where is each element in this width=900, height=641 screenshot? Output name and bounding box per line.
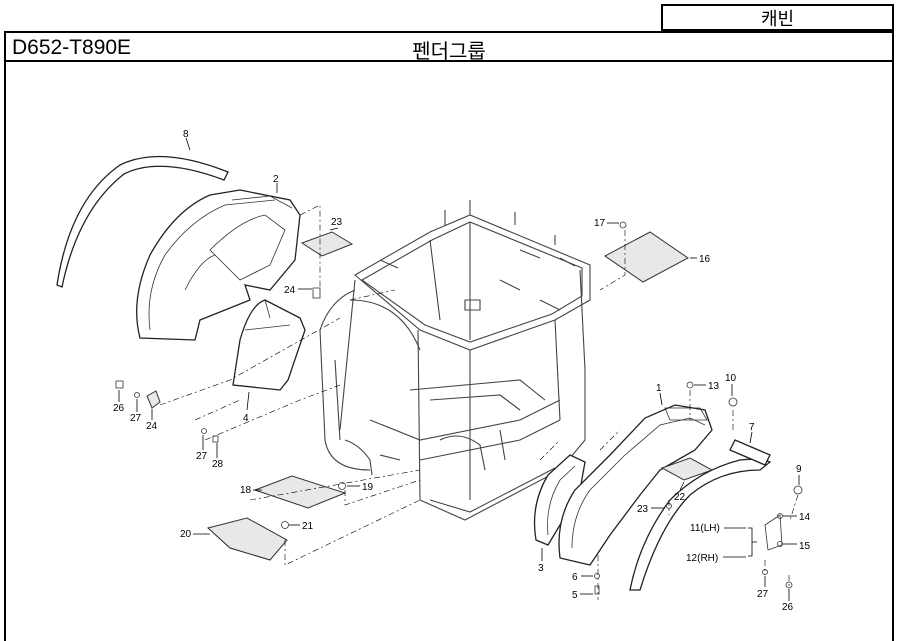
callout-3: 3 [538,563,544,574]
callout-8: 8 [183,129,189,140]
part-7-fender-extension [629,439,772,591]
category-box: 캐빈 [661,4,894,31]
callout-26-right: 26 [782,602,794,613]
callout-23: 23 [331,217,343,228]
cab-frame [319,200,591,521]
bracket-11-12 [748,514,783,557]
small-hardware-left [115,380,346,529]
callout-17: 17 [594,218,606,229]
callout-10: 10 [725,373,737,384]
callout-20: 20 [180,529,192,540]
model-number: D652-T890E [12,36,132,59]
callout-18: 18 [240,485,252,496]
callout-19: 19 [362,482,374,493]
part-20-tray [206,517,288,561]
callout-28: 28 [212,459,224,470]
callout-16: 16 [699,254,711,265]
callout-13: 13 [708,381,720,392]
callout-4: 4 [243,413,249,424]
callout-12-rh: 12(RH) [686,553,718,564]
callout-22: 22 [674,492,686,503]
callout-5: 5 [572,590,578,601]
part-8-molding [56,137,229,288]
header-bar: D652-T890E 펜더그룹 [4,31,894,63]
callout-24: 24 [284,285,296,296]
callout-27-left: 27 [130,413,142,424]
callout-14: 14 [799,512,811,523]
callout-6: 6 [572,572,578,583]
callout-27-mid: 27 [196,451,208,462]
callout-11-lh: 11(LH) [690,523,720,534]
callout-27-right: 27 [757,589,769,600]
part-1-right-fender [558,392,713,566]
callout-2: 2 [273,174,279,185]
small-hardware-right [594,381,803,595]
category-label: 캐빈 [760,8,795,30]
callout-26-left: 26 [113,403,125,414]
callout-9: 9 [796,464,802,475]
assembly-lines [159,204,799,600]
callout-25: 24 [146,421,158,432]
callout-7: 7 [749,422,755,433]
part-22-bracket [660,457,714,509]
part-18-plate [253,475,347,509]
part-23-bracket [300,227,354,299]
part-16-plate [604,221,697,283]
callout-15: 15 [799,541,811,552]
callout-1: 1 [656,383,662,394]
page-title: 펜더그룹 [412,39,486,63]
part-2-left-fender [136,183,301,341]
callout-24-right: 23 [637,504,649,515]
callouts: 8 2 23 24 17 16 26 27 24 4 27 28 18 19 2… [113,129,811,613]
callout-21: 21 [302,521,314,532]
part-4-panel [232,299,306,411]
diagram-frame [4,61,894,641]
